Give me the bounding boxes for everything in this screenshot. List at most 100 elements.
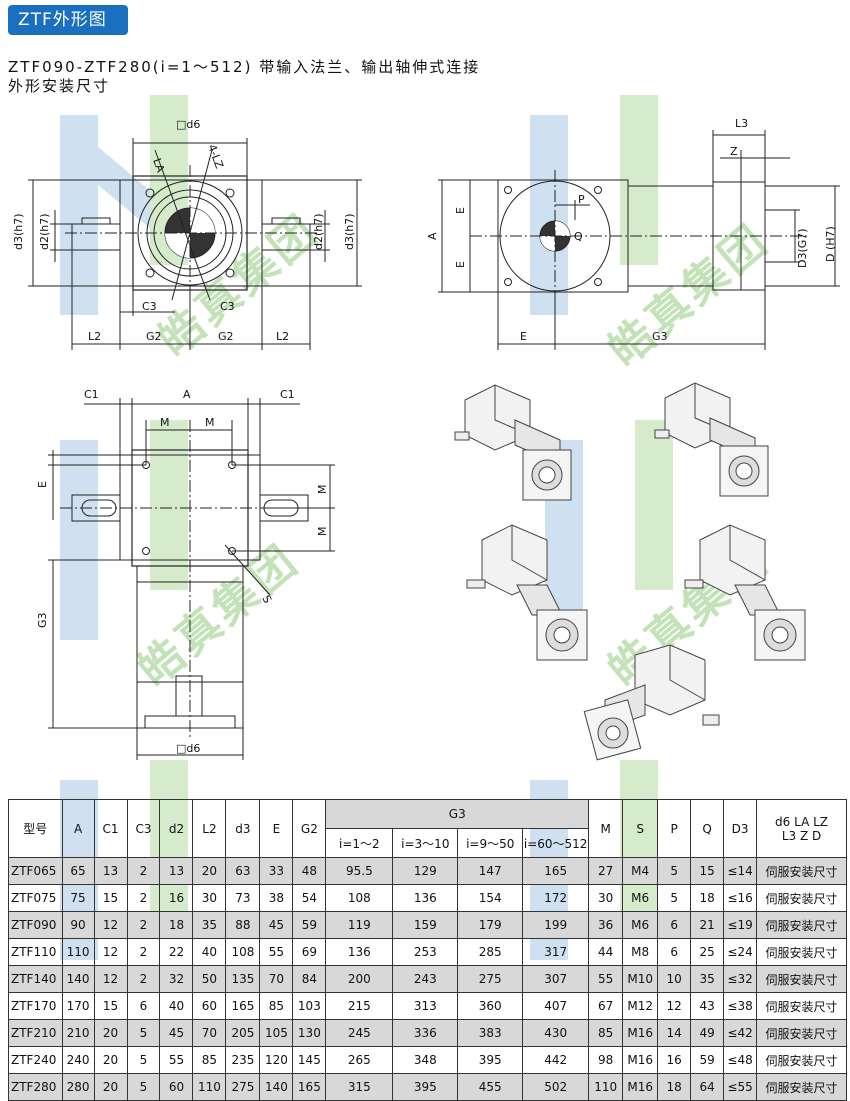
table-cell: M16 bbox=[622, 1046, 659, 1074]
table-cell: 5 bbox=[126, 1046, 161, 1074]
col-header-servo-dims: d6 LA LZ L3 Z D bbox=[756, 799, 847, 858]
col-header-g3-ratio: i=60～512 bbox=[522, 828, 590, 858]
label-e: E bbox=[36, 481, 49, 488]
table-cell: 105 bbox=[259, 1019, 294, 1047]
col-header-g3-ratio: i=3～10 bbox=[392, 828, 459, 858]
table-cell: 275 bbox=[457, 965, 524, 993]
label-d3h7: d3(h7) bbox=[343, 213, 356, 250]
table-cell: ≤14 bbox=[723, 857, 758, 885]
table-cell: 13 bbox=[93, 857, 128, 885]
table-cell: 170 bbox=[61, 992, 95, 1020]
table-cell: 5 bbox=[657, 857, 692, 885]
table-cell: 70 bbox=[259, 965, 294, 993]
label-l2: L2 bbox=[88, 330, 101, 343]
label-d2h7: d2(h7) bbox=[38, 213, 51, 250]
col-header-m: M bbox=[588, 799, 624, 858]
table-cell: 15 bbox=[690, 857, 725, 885]
table-cell: 12 bbox=[657, 992, 692, 1020]
table-cell: 伺服安装尺寸 bbox=[756, 857, 847, 885]
table-cell: 38 bbox=[259, 884, 294, 912]
table-cell: 67 bbox=[588, 992, 624, 1020]
table-cell: ZTF140 bbox=[8, 965, 63, 993]
table-cell: 154 bbox=[457, 884, 524, 912]
table-cell: 20 bbox=[93, 1073, 128, 1101]
table-cell: 210 bbox=[61, 1019, 95, 1047]
table-cell: 伺服安装尺寸 bbox=[756, 1019, 847, 1047]
table-cell: 45 bbox=[159, 1019, 194, 1047]
table-cell: 25 bbox=[690, 938, 725, 966]
table-cell: 455 bbox=[457, 1073, 524, 1101]
table-cell: 73 bbox=[225, 884, 261, 912]
table-cell: ≤16 bbox=[723, 884, 758, 912]
table-cell: 5 bbox=[126, 1019, 161, 1047]
section-badge: ZTF外形图 bbox=[8, 5, 128, 35]
table-cell: 442 bbox=[522, 1046, 590, 1074]
label-a: A bbox=[426, 232, 439, 240]
table-cell: 30 bbox=[192, 884, 227, 912]
table-cell: 70 bbox=[192, 1019, 227, 1047]
table-cell: 35 bbox=[690, 965, 725, 993]
label-a: A bbox=[183, 388, 191, 401]
label-m: M bbox=[205, 416, 215, 429]
table-cell: M16 bbox=[622, 1019, 659, 1047]
table-cell: 165 bbox=[225, 992, 261, 1020]
label-d6: □d6 bbox=[176, 118, 200, 131]
table-cell: 136 bbox=[325, 938, 394, 966]
table-cell: 2 bbox=[126, 884, 161, 912]
table-cell: 2 bbox=[126, 938, 161, 966]
table-cell: 伺服安装尺寸 bbox=[756, 1073, 847, 1101]
table-cell: 55 bbox=[259, 938, 294, 966]
subtitle-line-2: 外形安装尺寸 bbox=[8, 77, 111, 95]
table-cell: 伺服安装尺寸 bbox=[756, 1046, 847, 1074]
col-header-c1: C1 bbox=[93, 799, 128, 858]
gearbox-render bbox=[684, 524, 806, 661]
col-header-p: P bbox=[657, 799, 692, 858]
label-la: LA bbox=[150, 157, 167, 175]
table-cell: M12 bbox=[622, 992, 659, 1020]
table-cell: 伺服安装尺寸 bbox=[756, 911, 847, 939]
table-cell: M16 bbox=[622, 1073, 659, 1101]
table-cell: 98 bbox=[588, 1046, 624, 1074]
table-cell: 伺服安装尺寸 bbox=[756, 965, 847, 993]
table-cell: ≤42 bbox=[723, 1019, 758, 1047]
label-e: E bbox=[520, 330, 527, 343]
table-cell: 2 bbox=[126, 857, 161, 885]
table-cell: 14 bbox=[657, 1019, 692, 1047]
label-g2: G2 bbox=[146, 330, 162, 343]
table-cell: 265 bbox=[325, 1046, 394, 1074]
gearbox-render bbox=[654, 382, 769, 497]
table-cell: 2 bbox=[126, 965, 161, 993]
table-cell: 35 bbox=[192, 911, 227, 939]
table-cell: M6 bbox=[622, 911, 659, 939]
table-cell: 147 bbox=[457, 857, 524, 885]
table-cell: 395 bbox=[457, 1046, 524, 1074]
table-cell: 179 bbox=[457, 911, 524, 939]
product-renders bbox=[454, 382, 806, 761]
table-cell: 59 bbox=[690, 1046, 725, 1074]
front-view-drawing bbox=[28, 138, 362, 350]
table-cell: 20 bbox=[192, 857, 227, 885]
label-lz: 4-LZ bbox=[205, 143, 226, 171]
label-s: S bbox=[259, 593, 274, 606]
table-cell: 502 bbox=[522, 1073, 590, 1101]
table-cell: 140 bbox=[61, 965, 95, 993]
label-c1: C1 bbox=[84, 388, 99, 401]
servo-dims-line-2: L3 Z D bbox=[781, 828, 822, 843]
table-cell: 40 bbox=[159, 992, 194, 1020]
table-cell: 240 bbox=[61, 1046, 95, 1074]
table-cell: 159 bbox=[392, 911, 459, 939]
table-cell: 22 bbox=[159, 938, 194, 966]
table-cell: 317 bbox=[522, 938, 590, 966]
table-cell: 285 bbox=[457, 938, 524, 966]
technical-drawings: □d6 LA 4-LZ d3(h7) d2(h7) d2(h7) d3(h7) … bbox=[12, 117, 840, 761]
table-cell: 63 bbox=[225, 857, 261, 885]
table-cell: 253 bbox=[392, 938, 459, 966]
table-cell: 215 bbox=[325, 992, 394, 1020]
table-cell: ZTF065 bbox=[8, 857, 63, 885]
table-cell: 16 bbox=[657, 1046, 692, 1074]
table-cell: M10 bbox=[622, 965, 659, 993]
